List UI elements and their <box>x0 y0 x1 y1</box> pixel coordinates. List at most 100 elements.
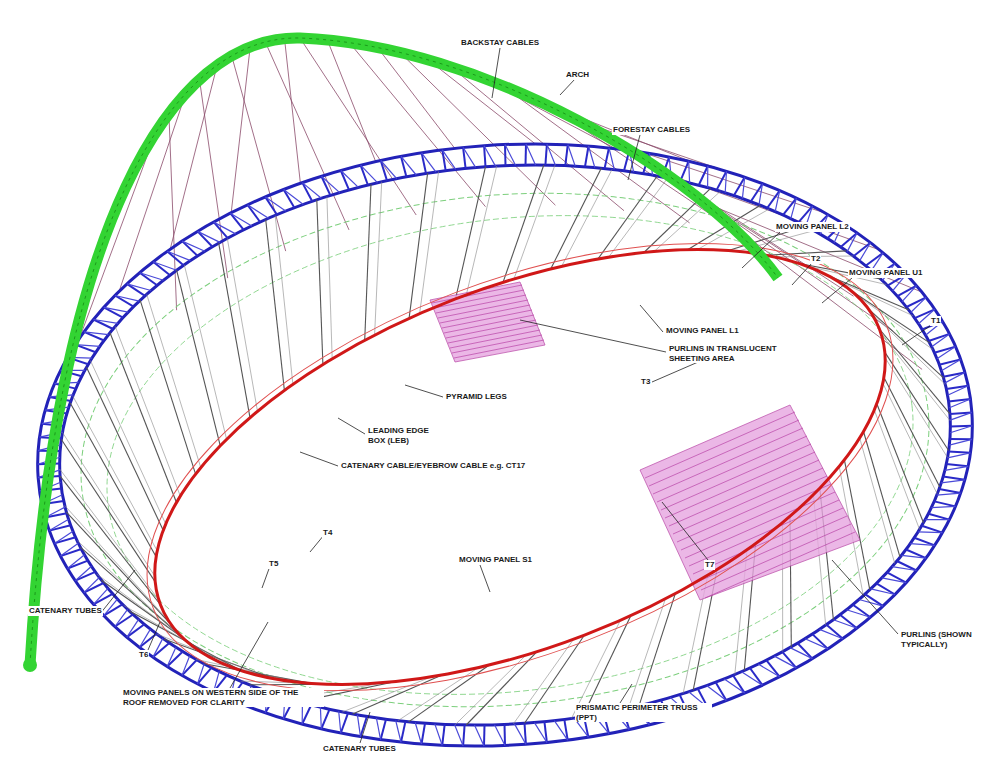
roof-truss <box>184 265 226 440</box>
truss-diagonal <box>949 439 972 445</box>
truss-diagonal <box>742 672 763 686</box>
truss-post <box>94 594 113 605</box>
part-label: BACKSTAY CABLES <box>460 38 540 48</box>
roof-truss <box>514 165 555 279</box>
roof-truss <box>73 396 157 551</box>
roof-truss <box>317 200 323 365</box>
truss-diagonal <box>950 412 972 420</box>
part-label: CATENARY TUBES <box>322 744 397 754</box>
truss-diagonal <box>526 144 536 165</box>
truss-diagonal <box>948 386 969 396</box>
roof-truss <box>90 361 165 524</box>
backstay-cable <box>327 40 375 162</box>
purlin <box>649 420 799 486</box>
truss-diagonal <box>948 453 971 458</box>
truss-post <box>681 161 689 181</box>
truss-diagonal <box>422 153 436 172</box>
roof-truss <box>513 639 573 724</box>
purlin <box>677 476 827 542</box>
truss-diagonal <box>805 639 828 649</box>
backstay-cable <box>704 202 922 292</box>
truss-diagonal <box>774 656 796 668</box>
truss-post <box>381 719 386 739</box>
truss-post <box>265 197 277 215</box>
truss-diagonal <box>68 555 85 569</box>
truss-diagonal <box>950 426 972 433</box>
purlin <box>665 452 815 518</box>
roof-truss <box>874 410 919 529</box>
part-label: CATENARY TUBES <box>28 606 103 616</box>
truss-diagonal <box>892 567 916 571</box>
truss-post <box>341 171 349 190</box>
truss-diagonal <box>833 620 857 628</box>
purlin <box>697 516 847 582</box>
truss-diagonal <box>941 480 965 483</box>
truss-diagonal <box>153 262 177 270</box>
part-label: PURLINS (SHOWN TYPICALLY) <box>900 630 982 649</box>
truss-diagonal <box>198 664 205 684</box>
truss-diagonal <box>415 723 421 745</box>
truss-post <box>907 297 927 307</box>
truss-post <box>949 452 971 453</box>
truss-post <box>55 537 76 543</box>
truss-diagonal <box>911 297 926 312</box>
truss-post <box>248 205 261 222</box>
roof-truss <box>115 326 180 496</box>
truss-diagonal <box>115 609 128 626</box>
backstay-cable <box>80 132 157 338</box>
truss-post <box>585 146 589 167</box>
truss-post <box>153 643 169 657</box>
purlin <box>450 330 540 348</box>
truss-post <box>198 231 213 246</box>
truss-post <box>733 675 745 693</box>
roof-truss <box>884 377 940 487</box>
truss-post <box>605 148 609 169</box>
truss-post <box>827 625 843 639</box>
roof-truss <box>868 308 944 378</box>
truss-diagonal <box>302 183 321 199</box>
truss-diagonal <box>847 233 857 252</box>
truss-diagonal <box>442 150 455 170</box>
truss-diagonal <box>931 506 955 507</box>
roof-truss <box>275 215 293 384</box>
truss-post <box>284 190 295 208</box>
purlin <box>454 340 544 358</box>
purlin <box>653 428 803 494</box>
truss-post <box>302 183 312 202</box>
truss-post <box>934 501 955 506</box>
truss-post <box>302 705 311 724</box>
truss-diagonal <box>248 205 269 219</box>
truss-post <box>483 725 486 746</box>
truss-diagonal <box>127 619 139 637</box>
truss-diagonal <box>140 273 164 281</box>
truss-post <box>946 464 968 466</box>
truss-post <box>153 262 170 275</box>
truss-diagonal <box>339 711 341 733</box>
truss-diagonal <box>724 679 744 693</box>
purlin <box>434 290 524 308</box>
roof-truss <box>63 433 155 577</box>
purlin <box>693 508 843 574</box>
part-label: LEADING EDGE BOX (LEB) <box>367 426 439 445</box>
callout-number: T2 <box>810 254 821 264</box>
callout-number: T1 <box>930 316 941 326</box>
callout-number: T3 <box>640 377 651 387</box>
truss-post <box>939 359 960 364</box>
callout-number: T7 <box>704 560 715 570</box>
truss-diagonal <box>104 599 118 616</box>
roof-truss <box>879 329 950 414</box>
arch <box>30 38 778 665</box>
catenary-tube <box>59 159 950 741</box>
truss-diagonal <box>568 145 575 166</box>
purlin <box>440 305 530 323</box>
roof-truss <box>860 438 895 564</box>
truss-diagonal <box>949 399 970 408</box>
truss-post <box>167 251 183 265</box>
roof-truss <box>864 432 901 558</box>
truss-post <box>361 717 367 737</box>
truss-diagonal <box>230 213 252 226</box>
truss-post <box>61 549 82 556</box>
part-label: MOVING PANELS ON WESTERN SIDE OF THE ROO… <box>122 688 324 707</box>
truss-diagonal <box>198 231 220 242</box>
